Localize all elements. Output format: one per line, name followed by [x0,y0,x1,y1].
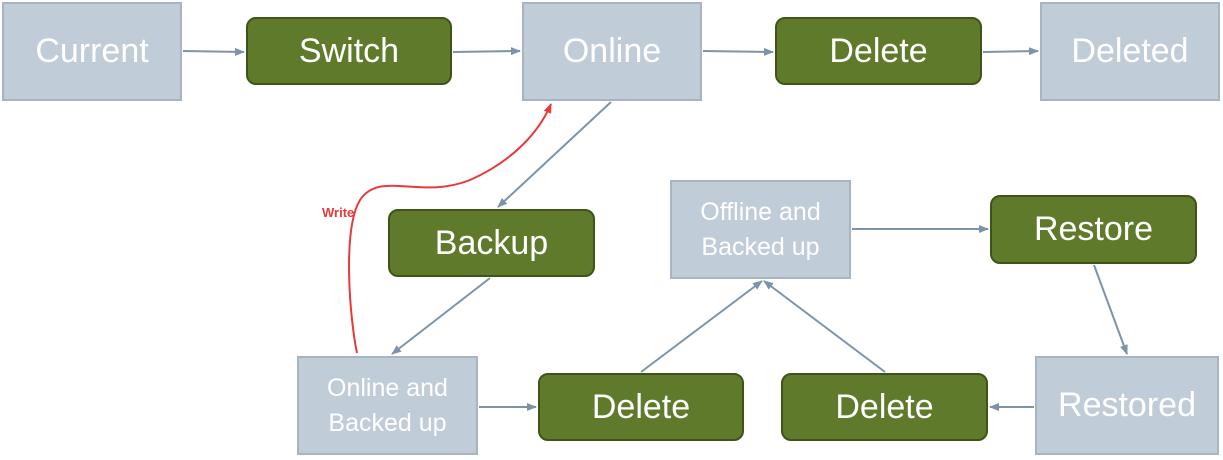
action-delete-middle: Delete [538,373,744,441]
write-label: Write [322,205,355,220]
arrow-write [348,103,552,354]
state-restored: Restored [1035,356,1219,455]
arrow-backup-to-onlinebk [391,277,491,355]
online-backed-up-line2: Backed up [328,408,447,437]
arrow-restore-to-restored [1093,264,1128,355]
action-switch: Switch [246,17,452,85]
arrow-online-to-backup [497,101,612,208]
state-offline-backed-up: Offline and Backed up [670,180,851,279]
state-current: Current [2,2,182,101]
arrow-current-to-switch [182,47,245,56]
arrow-switch-to-online [452,47,521,56]
offline-backed-up-line1: Offline and [700,197,821,226]
arrow-delete3-to-offline [763,280,886,373]
action-restore: Restore [990,195,1197,264]
arrow-delete-to-offline [640,280,763,373]
state-deleted: Deleted [1040,2,1220,101]
action-backup: Backup [388,209,595,277]
action-delete-top: Delete [775,17,982,85]
offline-backed-up-line2: Backed up [701,232,820,261]
arrow-online-to-delete [702,47,774,56]
arrow-delete-to-deleted [982,47,1039,56]
action-delete-right: Delete [781,373,988,441]
state-online-backed-up: Online and Backed up [297,356,478,455]
online-backed-up-line1: Online and [327,373,448,402]
state-online: Online [522,2,702,101]
